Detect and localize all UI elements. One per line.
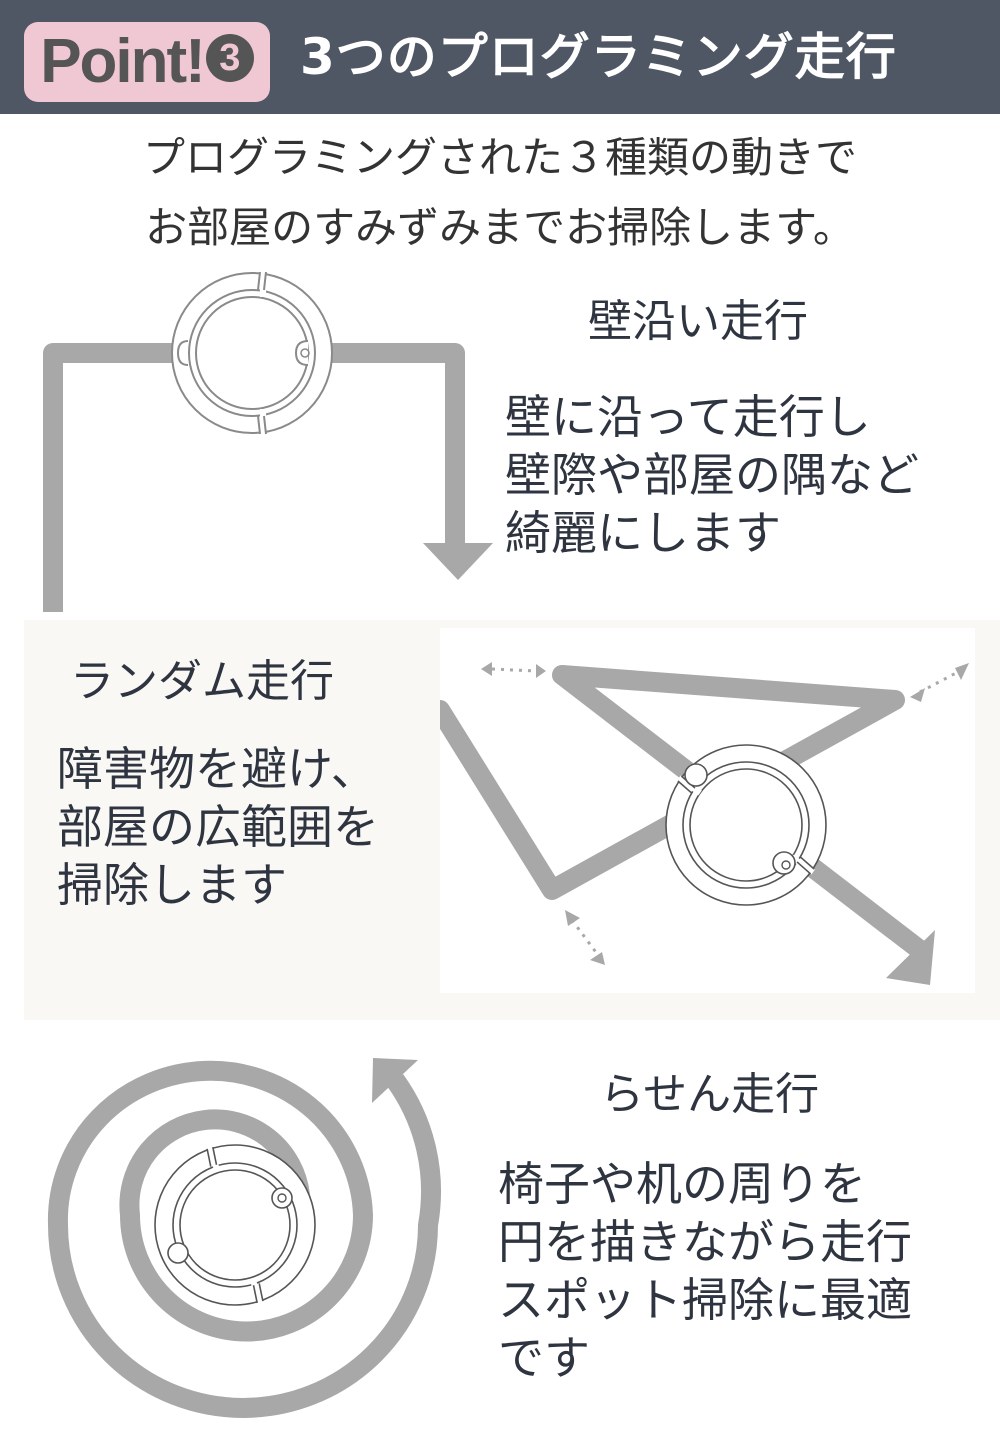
intro-line-1: プログラミングされた３種類の動きで xyxy=(142,133,857,182)
description-line: 部屋の広範囲を xyxy=(57,800,379,854)
badge-number: 3 xyxy=(205,34,254,82)
description-line: スポット掃除に最適 xyxy=(498,1273,912,1327)
description-line: 円を描きながら走行 xyxy=(498,1215,912,1269)
description-line: 壁際や部屋の隅など xyxy=(505,448,919,502)
description-line: 掃除します xyxy=(57,858,287,912)
page-title: 3つのプログラミング走行 xyxy=(300,28,897,86)
intro-line-2: お部屋のすみずみまでお掃除します。 xyxy=(145,203,855,252)
description-line: 椅子や机の周りを xyxy=(498,1157,866,1211)
header-bar: Point!3 3つのプログラミング走行 xyxy=(0,0,1000,114)
random-title: ランダム走行 xyxy=(70,656,334,707)
random-description: 障害物を避け、 部屋の広範囲を 掃除します xyxy=(57,740,379,914)
description-line: 壁に沿って走行し xyxy=(505,390,871,444)
spiral-description: 椅子や机の周りを 円を描きながら走行 スポット掃除に最適 です xyxy=(498,1155,912,1387)
spiral-title: らせん走行 xyxy=(600,1069,820,1120)
wall-following-description: 壁に沿って走行し 壁際や部屋の隅など 綺麗にします xyxy=(505,388,919,562)
description-line: 障害物を避け、 xyxy=(57,742,377,796)
description-line: です xyxy=(498,1331,590,1385)
badge-label: Point! xyxy=(40,27,206,96)
point-badge: Point!3 xyxy=(24,22,270,102)
wall-following-title: 壁沿い走行 xyxy=(588,296,808,347)
description-line: 綺麗にします xyxy=(505,506,781,560)
